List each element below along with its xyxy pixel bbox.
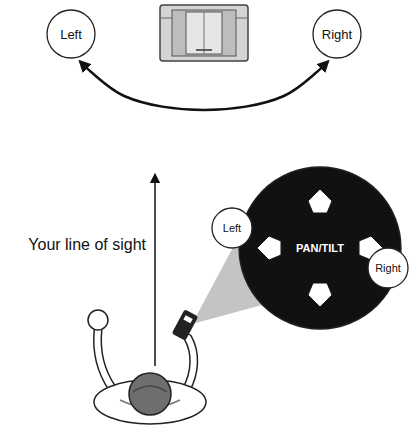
direction-label: Right xyxy=(322,27,352,42)
circle-shape xyxy=(212,208,252,248)
circle-shape xyxy=(47,10,95,58)
direction-label: Right xyxy=(375,262,401,274)
pad-arrow xyxy=(308,189,332,213)
circle-shape xyxy=(239,167,401,329)
direction-circle: Left xyxy=(46,9,96,59)
pad-arrow xyxy=(257,236,281,260)
direction-circle: Right xyxy=(367,247,409,289)
camera-device xyxy=(160,5,248,61)
pad-arrow xyxy=(308,283,332,307)
circle-shape xyxy=(368,248,408,288)
sight-label: Your line of sight xyxy=(28,236,146,254)
direction-circle: Left xyxy=(211,207,253,249)
person-figure xyxy=(88,310,206,424)
direction-label: Left xyxy=(60,27,82,42)
control-pad: PAN/TILT xyxy=(238,166,402,330)
direction-label: Left xyxy=(223,222,241,234)
direction-circle: Right xyxy=(312,9,362,59)
rotation-arrow xyxy=(80,62,328,110)
line-of-sight-arrow xyxy=(154,178,156,366)
circle-shape xyxy=(313,10,361,58)
button-label: PAN/TILT xyxy=(296,242,344,254)
